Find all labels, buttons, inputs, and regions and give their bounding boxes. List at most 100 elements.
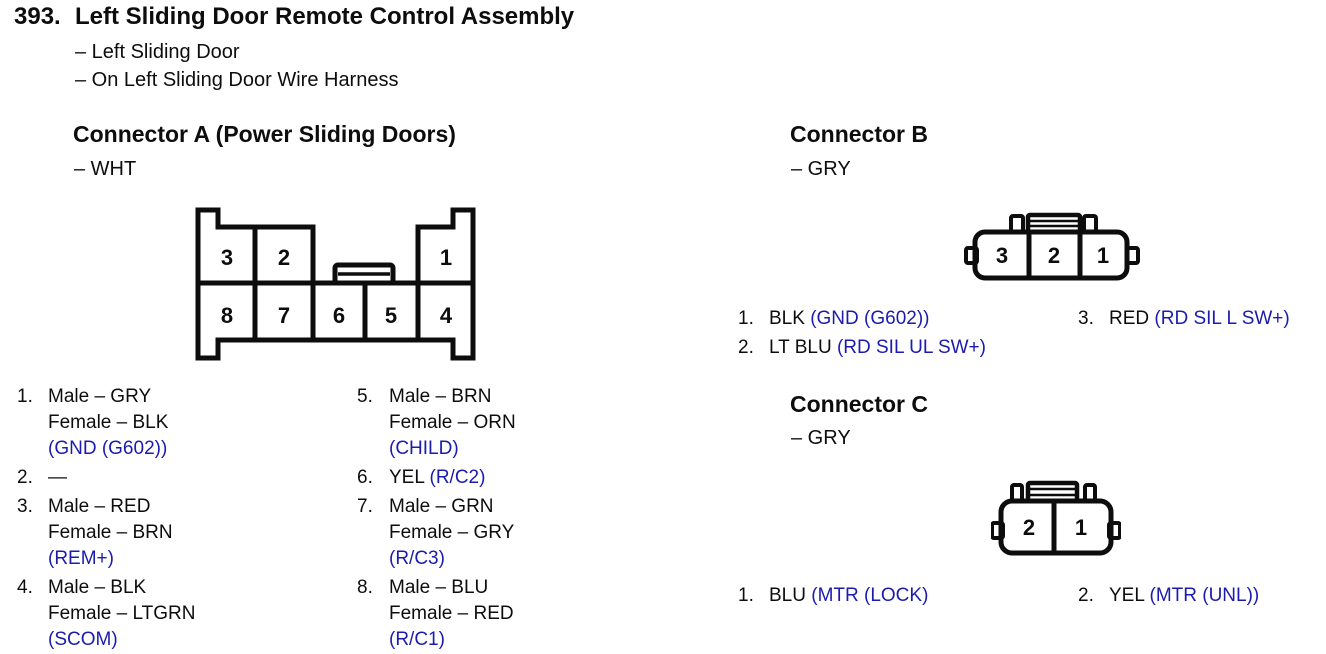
location-line: – Left Sliding Door xyxy=(75,41,240,63)
pin-signal: (REM+) xyxy=(48,548,114,569)
pin-number: 7. xyxy=(357,496,373,517)
pin-number: 2. xyxy=(1078,585,1094,606)
pin-number: 2. xyxy=(738,337,754,358)
pin-wire: BLU xyxy=(769,585,806,606)
pin-body: Male – BLK Female – LTGRN (SCOM) xyxy=(48,575,195,653)
connector-a-housing-color: – WHT xyxy=(74,158,137,180)
pin-male-wire: Male – RED xyxy=(48,496,151,517)
pin-male-wire: Male – GRY xyxy=(48,386,152,407)
connector-c-pin-list-left: 1. BLU (MTR (LOCK) xyxy=(738,581,928,610)
connector-b-housing-color: – GRY xyxy=(791,158,851,180)
pin-male-wire: Male – BRN xyxy=(389,386,492,407)
pin-signal: (MTR (UNL)) xyxy=(1149,585,1260,606)
pin-number: 8. xyxy=(357,577,373,598)
pin-unused-dash: — xyxy=(48,467,67,488)
pin-number: 2. xyxy=(17,467,33,488)
pin-item: 8. Male – BLU Female – RED (R/C1) xyxy=(357,575,516,653)
pin-number: 5. xyxy=(357,386,373,407)
pin-signal: (GND (G602)) xyxy=(48,438,168,459)
pin-female-wire: Female – ORN xyxy=(389,412,516,433)
location-lines: – Left Sliding Door – On Left Sliding Do… xyxy=(75,38,398,94)
pin-wire: RED xyxy=(1109,308,1150,329)
pin-male-wire: Male – BLU xyxy=(389,577,489,598)
pin-signal: (R/C1) xyxy=(389,629,445,650)
pin-number: 3. xyxy=(1078,308,1094,329)
connector-b-pin-list-right: 3. RED (RD SIL L SW+) xyxy=(1078,304,1290,333)
pin-item: 4. Male – BLK Female – LTGRN (SCOM) xyxy=(17,575,195,653)
pin-body: Male – GRY Female – BLK (GND (G602)) xyxy=(48,384,168,462)
pin-item: 6. YEL (R/C2) xyxy=(357,465,516,491)
pin-body: Male – GRN Female – GRY (R/C3) xyxy=(389,494,514,572)
pin-body: YEL (R/C2) xyxy=(389,465,485,491)
connector-c-housing-color: – GRY xyxy=(791,427,851,449)
connector-c-heading: Connector C xyxy=(790,391,928,417)
connector-a-outline xyxy=(195,207,476,361)
pin-male-wire: Male – GRN xyxy=(389,496,494,517)
connector-b-pin-list-left: 1. BLK (GND (G602)) 2. LT BLU (RD SIL UL… xyxy=(738,304,986,362)
pin-body: — xyxy=(48,465,67,491)
pin-number: 6. xyxy=(357,467,373,488)
pin-body: Male – RED Female – BRN (REM+) xyxy=(48,494,173,572)
pin-body: Male – BLU Female – RED (R/C1) xyxy=(389,575,514,653)
pin-item: 3. Male – RED Female – BRN (REM+) xyxy=(17,494,195,572)
cavity-number: 5 xyxy=(385,303,397,328)
pin-signal: (R/C3) xyxy=(389,548,445,569)
pin-number: 1. xyxy=(738,308,754,329)
pin-female-wire: Female – RED xyxy=(389,603,514,624)
pin-signal: (RD SIL L SW+) xyxy=(1154,308,1290,329)
connector-b-body xyxy=(972,229,1130,281)
pin-body: BLU (MTR (LOCK) xyxy=(769,581,928,610)
pin-body: RED (RD SIL L SW+) xyxy=(1109,304,1290,333)
location-line: – On Left Sliding Door Wire Harness xyxy=(75,69,399,91)
connector-a-diagram: 3 2 1 8 7 6 5 4 xyxy=(195,207,476,361)
pin-signal: (GND (G602)) xyxy=(810,308,930,329)
pin-body: BLK (GND (G602)) xyxy=(769,304,930,333)
pin-female-wire: Female – GRY xyxy=(389,522,515,543)
pin-wire-and-signal: YEL (R/C2) xyxy=(389,465,485,491)
connector-b-heading: Connector B xyxy=(790,121,928,147)
cavity-number: 7 xyxy=(278,303,290,328)
pin-wire: YEL xyxy=(389,467,425,488)
pin-signal: (R/C2) xyxy=(429,467,486,488)
cavity-number: 3 xyxy=(221,245,233,270)
cavity-number: 2 xyxy=(1048,243,1060,268)
connector-c-pin-list-right: 2. YEL (MTR (UNL)) xyxy=(1078,581,1259,610)
pin-signal: (SCOM) xyxy=(48,629,118,650)
pin-item: 5. Male – BRN Female – ORN (CHILD) xyxy=(357,384,516,462)
pin-item: 1. Male – GRY Female – BLK (GND (G602)) xyxy=(17,384,195,462)
pin-body: LT BLU (RD SIL UL SW+) xyxy=(769,333,986,362)
pin-item: 7. Male – GRN Female – GRY (R/C3) xyxy=(357,494,516,572)
pin-number: 1. xyxy=(17,386,33,407)
pin-wire: LT BLU xyxy=(769,337,832,358)
latch-tab xyxy=(1025,480,1080,504)
pin-wire: BLK xyxy=(769,308,805,329)
pin-item: 2. LT BLU (RD SIL UL SW+) xyxy=(738,333,986,362)
connector-a-pin-list-left: 1. Male – GRY Female – BLK (GND (G602)) … xyxy=(17,384,195,654)
cavity-number: 3 xyxy=(996,243,1008,268)
cavity-number: 6 xyxy=(333,303,345,328)
pin-male-wire: Male – BLK xyxy=(48,577,147,598)
cavity-number: 1 xyxy=(1097,243,1109,268)
cavity-number: 4 xyxy=(440,303,453,328)
cavity-number: 1 xyxy=(1075,515,1087,540)
latch-tab xyxy=(1025,212,1083,235)
cavity-number: 1 xyxy=(440,245,452,270)
connector-a-pin-list-right: 5. Male – BRN Female – ORN (CHILD) 6. YE… xyxy=(357,384,516,654)
pin-signal: (CHILD) xyxy=(389,438,459,459)
latch-tab xyxy=(332,262,396,286)
page-title-text: Left Sliding Door Remote Control Assembl… xyxy=(75,3,575,30)
pin-number: 4. xyxy=(17,577,33,598)
pin-wire: YEL xyxy=(1109,585,1145,606)
connector-b-diagram: 3 2 1 xyxy=(964,212,1140,281)
pin-female-wire: Female – BLK xyxy=(48,412,169,433)
pin-number: 3. xyxy=(17,496,33,517)
pin-item: 2. YEL (MTR (UNL)) xyxy=(1078,581,1259,610)
item-number: 393. xyxy=(14,3,61,30)
pin-signal: (MTR (LOCK) xyxy=(811,585,929,606)
cavity-number: 8 xyxy=(221,303,233,328)
pin-item: 3. RED (RD SIL L SW+) xyxy=(1078,304,1290,333)
pin-number: 1. xyxy=(738,585,754,606)
pin-item: 2. — xyxy=(17,465,195,491)
pin-item: 1. BLK (GND (G602)) xyxy=(738,304,986,333)
